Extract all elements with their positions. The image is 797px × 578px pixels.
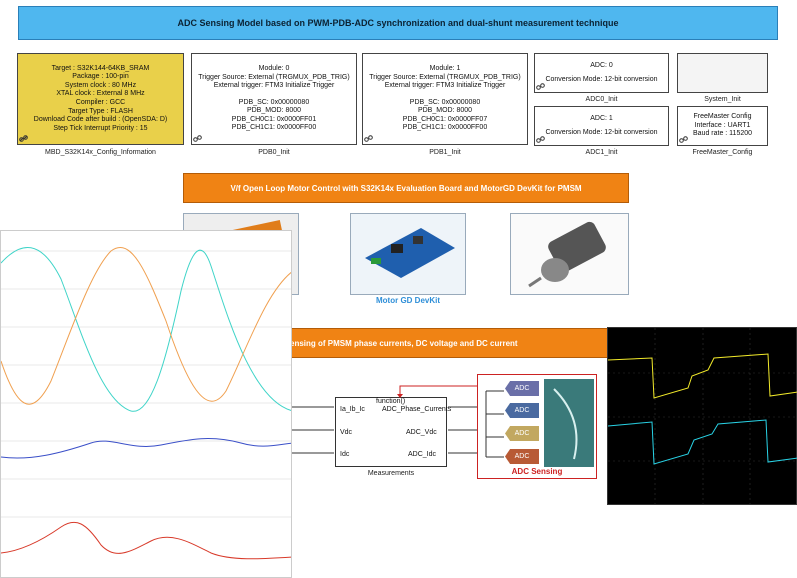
motor-gd-caption: Motor GD DevKit [376,296,440,305]
system-init-block[interactable] [677,53,768,93]
config-block-label: MBD_S32K14x_Config_Information [45,149,156,156]
adc0-label: ADC0_Init [585,96,618,103]
config-line: Target : S32K144-64KB_SRAM [51,64,150,72]
freemaster-label: FreeMaster_Config [692,149,753,156]
waveform-plot [1,247,291,560]
link-icon [19,135,28,142]
pdb1-line: PDB_CH0C1: 0x0000FF07 [402,115,488,123]
config-line: Step Tick Interrupt Priority : 15 [53,124,148,132]
freemaster-config-block[interactable]: FreeMaster Config Interface : UART1 Baud… [677,106,768,146]
link-icon [536,83,545,90]
motor-gd-photo [350,213,466,295]
pmsm-motor-photo [510,213,629,295]
pdb0-line: External trigger: FTM3 Initialize Trigge… [213,82,335,90]
link-icon [193,135,202,142]
adc-tag: ADC [505,403,539,418]
spacer [194,91,354,99]
adc1-line: Conversion Mode: 12-bit conversion [545,128,658,136]
adc0-line: ADC: 0 [590,61,613,69]
pdb0-line: PDB_MOD: 8000 [246,107,302,115]
pdb1-init-block[interactable]: Module: 1 Trigger Source: External (TRGM… [362,53,528,145]
input-port-label: Ia_Ib_Ic [340,406,365,413]
config-info-block[interactable]: Target : S32K144-64KB_SRAM Package : 100… [17,53,184,145]
function-call-label: function() [376,398,406,405]
pdb0-line: PDB_CH1C1: 0x0000FF00 [231,124,317,132]
adc-gauge-icon [544,379,594,467]
motor-control-banner: V/f Open Loop Motor Control with S32K14x… [183,173,629,203]
adc-sensing-label: ADC Sensing [511,467,563,476]
phase-currents-output: ADC_Phase_Currents [382,406,452,413]
vdc-output: ADC_Vdc [406,429,437,436]
pdb0-line: PDB_CH0C1: 0x0000FF01 [231,115,317,123]
freemaster-line: Interface : UART1 [694,121,751,129]
phase-b-current-trace [1,247,291,405]
pdb1-line: PDB_CH1C1: 0x0000FF00 [402,124,488,132]
idc-output: ADC_Idc [408,451,437,458]
pdb1-line: Trigger Source: External (TRGMUX_PDB_TRI… [369,73,521,81]
config-line: System clock : 80 MHz [64,81,137,89]
adc-tag: ADC [505,426,539,441]
pdb0-init-block[interactable]: Module: 0 Trigger Source: External (TRGM… [191,53,357,145]
adc1-init-block[interactable]: ADC: 1 Conversion Mode: 12-bit conversio… [534,106,669,146]
config-line: Download Code after build : (OpenSDA: D) [33,116,168,124]
measurements-label: Measurements [367,470,415,477]
system-init-label: System_Init [704,96,741,103]
config-line: Compiler : GCC [75,99,126,106]
pdb0-label: PDB0_Init [258,149,290,156]
osc-cyan-trace [607,419,797,465]
osc-yellow-trace [607,353,797,399]
input-port-label: Idc [340,451,350,458]
sensing-banner: ensing of PMSM phase currents, DC voltag… [255,328,609,358]
pdb0-line: PDB_SC: 0x00000080 [238,98,310,106]
adc-tag: ADC [505,449,539,464]
adc1-label: ADC1_Init [585,149,618,156]
adc-tag: ADC [505,381,539,396]
freemaster-line: Baud rate : 115200 [692,130,753,138]
adc0-line: Conversion Mode: 12-bit conversion [545,75,658,83]
oscilloscope-capture [607,327,797,506]
config-line: XTAL clock : External 8 MHz [56,90,145,98]
freemaster-line: FreeMaster Config [693,113,752,121]
input-port-label: Vdc [340,429,353,436]
config-line: Package : 100-pin [72,73,129,81]
main-title-banner: ADC Sensing Model based on PWM-PDB-ADC s… [18,6,778,40]
phase-a-current-trace [1,247,291,412]
adc-sensing-subsystem[interactable]: ADC ADC ADC ADC ADC Sensing [477,374,597,479]
adc1-line: ADC: 1 [590,114,613,122]
waveform-scope-panel [0,230,292,578]
adc-bus-lines [485,390,504,458]
pdb1-line: Module: 1 [429,64,461,72]
idc-trace [1,522,291,560]
adc0-init-block[interactable]: ADC: 0 Conversion Mode: 12-bit conversio… [534,53,669,93]
signal-lines [292,385,480,454]
pdb1-label: PDB1_Init [429,149,461,156]
measurements-subsystem[interactable]: Ia_Ib_Ic Vdc Idc function() ADC_Phase_Cu… [335,397,451,467]
pdb0-line: Trigger Source: External (TRGMUX_PDB_TRI… [198,73,350,81]
spacer [365,91,525,99]
config-line: Target Type : FLASH [68,107,133,115]
link-icon [364,135,373,142]
link-icon [679,136,688,143]
pdb0-line: Module: 0 [258,64,290,72]
link-icon [536,136,545,143]
pdb1-line: PDB_MOD: 8000 [417,107,473,115]
pdb1-line: External trigger: FTM3 Initialize Trigge… [384,82,506,90]
pdb1-line: PDB_SC: 0x00000080 [409,98,481,106]
vdc-trace [1,438,291,459]
